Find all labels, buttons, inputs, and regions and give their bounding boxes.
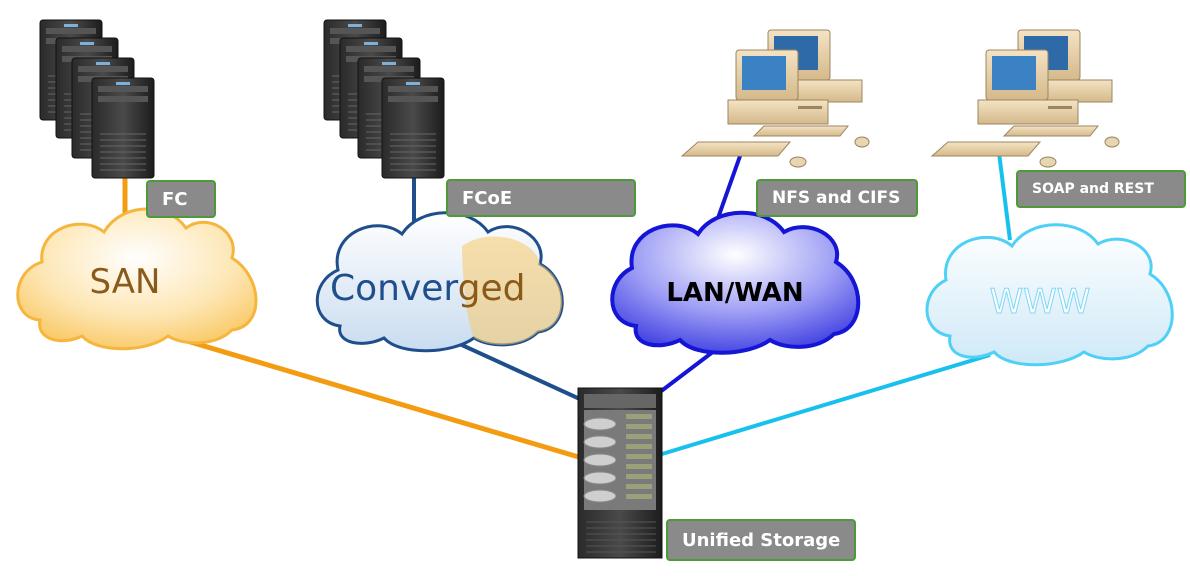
converged-label-part-1: Conver [330, 268, 458, 309]
lan-cloud-label: LAN/WAN [666, 278, 804, 308]
fc-label: FC [146, 180, 216, 218]
san-cloud-label: SAN [89, 262, 161, 302]
converged-to-storage-line [439, 333, 583, 402]
soap-client-computers [931, 29, 1120, 168]
lan-cloud [610, 210, 861, 355]
nfs-cifs-label: NFS and CIFS [756, 179, 918, 217]
soap-line [996, 144, 1012, 241]
nfs-client-computers [681, 29, 870, 168]
san-cloud [16, 207, 258, 351]
unified-storage-device [577, 387, 663, 559]
converged-label-part-2: ged [457, 268, 526, 309]
converged-cloud-label: Converged [330, 268, 560, 309]
www-cloud-label: WWW [989, 282, 1091, 323]
san-to-storage-line [149, 327, 583, 461]
unified-storage-label: Unified Storage [666, 519, 856, 561]
converged-cloud-right-tint [462, 236, 563, 345]
fcoe-servers [323, 19, 445, 179]
www-cloud [925, 223, 1174, 367]
fc-servers [39, 19, 155, 179]
soap-rest-label: SOAP and REST [1016, 170, 1186, 208]
fcoe-label: FCoE [446, 179, 636, 217]
www-to-storage-line [661, 353, 991, 456]
